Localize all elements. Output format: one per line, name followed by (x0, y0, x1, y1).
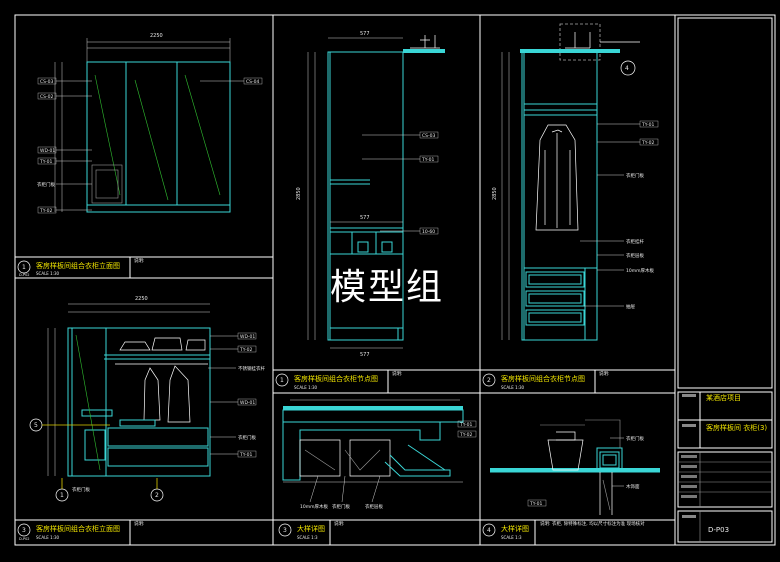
p1-right-label: CS-04 (246, 79, 259, 85)
p4-labels: WD-01 TY-02 不锈钢挂衣杆 WD-01 衣柜门板 TY-01 (208, 332, 265, 458)
svg-text:TY-01: TY-01 (641, 122, 654, 128)
p3-labels: TY-01 TY-02 衣柜门板 衣柜挂杆 衣柜层板 10mm厚木板 抽屉 (580, 120, 659, 310)
svg-text:SCALE 1:30: SCALE 1:30 (36, 535, 60, 540)
panel-5-detail: TY-01 TY-02 10mm厚木板 衣柜门板 衣柜层板 (282, 399, 477, 510)
svg-text:TY-01: TY-01 (239, 452, 252, 458)
svg-text:衣柜门板: 衣柜门板 (238, 434, 256, 441)
drawing-name: 客房样板间 衣柜(3) (706, 423, 767, 432)
panel-1-elevation: 2250 CS-03 CS-02 WD-01 TY-01 衣柜门板 (37, 33, 263, 214)
svg-text:说明:: 说明: (392, 370, 403, 377)
svg-text:2250: 2250 (135, 296, 148, 302)
svg-text:D-P02: D-P02 (19, 273, 30, 277)
project-name: 某酒店项目 (706, 393, 741, 402)
p1-left-labels: CS-03 CS-02 WD-01 TY-01 衣柜门板 TY-02 (37, 77, 92, 214)
p5-labels: TY-01 TY-02 10mm厚木板 衣柜门板 衣柜层板 (300, 420, 477, 510)
p4-title: 客房样板间组合衣柜立面图 (36, 524, 120, 533)
svg-text:TY-02: TY-02 (459, 432, 472, 438)
drawing-number: D-P03 (708, 526, 729, 534)
svg-text:3: 3 (22, 527, 26, 534)
panel-4-elevation: 2250 5 1 2 衣柜门板 WD-01 TY-02 (29, 296, 265, 502)
panel-2-section: 577 577 577 2850 CS-03 TY-01 10-60 (296, 31, 445, 358)
svg-text:衣柜门板: 衣柜门板 (626, 172, 644, 179)
p1-title: 客房样板间组合衣柜立面图 (36, 261, 120, 270)
svg-text:SCALE 1:30: SCALE 1:30 (36, 271, 60, 276)
svg-text:577: 577 (360, 352, 370, 358)
svg-text:577: 577 (360, 215, 370, 221)
svg-text:衣柜挂杆: 衣柜挂杆 (626, 238, 644, 245)
p2-title: 客房样板间组合衣柜节点图 (294, 374, 378, 383)
svg-text:2850: 2850 (492, 187, 498, 200)
svg-text:2: 2 (487, 377, 491, 384)
svg-text:衣柜层板: 衣柜层板 (626, 252, 644, 259)
svg-text:衣柜门板: 衣柜门板 (332, 503, 350, 510)
svg-text:TY-02: TY-02 (239, 347, 252, 353)
svg-text:10mm厚木板: 10mm厚木板 (626, 267, 654, 274)
svg-text:SCALE 1:3: SCALE 1:3 (501, 535, 522, 540)
svg-text:SCALE 1:30: SCALE 1:30 (501, 385, 525, 390)
svg-text:木饰面: 木饰面 (626, 483, 640, 490)
svg-text:抽屉: 抽屉 (626, 303, 635, 310)
panel-1-title: 1 D-P02 客房样板间组合衣柜立面图 SCALE 1:30 说明: (17, 257, 145, 277)
svg-text:10mm厚木板: 10mm厚木板 (300, 503, 328, 510)
svg-text:1: 1 (22, 264, 26, 271)
p3-title: 客房样板间组合衣柜节点图 (501, 374, 585, 383)
panel-3-section: 4 2850 TY-01 TY-02 衣柜门板 衣柜挂杆 衣柜层板 (492, 23, 659, 341)
svg-text:WD-01: WD-01 (40, 148, 55, 154)
panel-3-title: 2 客房样板间组合衣柜节点图 SCALE 1:30 说明: (482, 370, 610, 390)
panel-4-title: 3 D-P02 客房样板间组合衣柜立面图 SCALE 1:30 说明: (17, 520, 145, 541)
watermark-text: 模型组 (330, 267, 445, 308)
panel-6-title: 4 大样详图 SCALE 1:3 说明: 衣柜, 除特殊标注, 均以尺寸标注为准… (482, 520, 645, 540)
svg-text:SCALE 1:3: SCALE 1:3 (297, 535, 318, 540)
svg-text:WD-01: WD-01 (240, 400, 255, 406)
p6-title: 大样详图 (501, 524, 529, 533)
svg-text:不锈钢挂衣杆: 不锈钢挂衣杆 (238, 365, 265, 372)
p1-total-dim: 2250 (150, 33, 163, 39)
svg-text:说明:: 说明: (599, 370, 610, 377)
panel-6-detail: 衣柜门板 木饰面 TY-01 (490, 419, 660, 515)
svg-text:2850: 2850 (296, 187, 302, 200)
svg-text:衣柜层板: 衣柜层板 (365, 503, 383, 510)
svg-text:TY-01: TY-01 (39, 159, 52, 165)
svg-text:TY-01: TY-01 (459, 422, 472, 428)
svg-text:3: 3 (283, 527, 287, 534)
title-block: 某酒店项目 客房样板间 衣柜(3) D-P03 (677, 17, 773, 543)
svg-text:CS-03: CS-03 (40, 79, 53, 85)
svg-text:说明: 衣柜, 除特殊标注, 均以尺寸标注为准 现场核对: 说明: 衣柜, 除特殊标注, 均以尺寸标注为准 现场核对 (540, 520, 645, 527)
svg-text:10-60: 10-60 (422, 229, 435, 235)
svg-text:CS-02: CS-02 (40, 94, 53, 100)
svg-text:4: 4 (487, 527, 491, 534)
p2-labels: CS-03 TY-01 10-60 (362, 131, 439, 235)
svg-text:SCALE 1:30: SCALE 1:30 (294, 385, 318, 390)
elev-callout-2: 2 (155, 492, 159, 499)
elev-callout-1: 1 (60, 492, 64, 499)
svg-text:TY-01: TY-01 (421, 157, 434, 163)
detail-callout-4: 4 (625, 65, 629, 72)
p6-labels: 衣柜门板 木饰面 TY-01 (527, 435, 644, 507)
svg-text:衣柜门板: 衣柜门板 (37, 181, 55, 188)
svg-text:说明:: 说明: (134, 520, 145, 527)
svg-text:577: 577 (360, 31, 370, 37)
side-callout-5: 5 (34, 422, 38, 429)
svg-text:TY-02: TY-02 (641, 140, 654, 146)
svg-text:1: 1 (280, 377, 284, 384)
panel-5-title: 3 大样详图 SCALE 1:3 说明: (278, 520, 345, 540)
svg-text:D-P02: D-P02 (19, 537, 30, 541)
svg-text:CS-03: CS-03 (422, 133, 435, 139)
svg-text:TY-01: TY-01 (529, 501, 542, 507)
p5-title: 大样详图 (297, 524, 325, 533)
svg-text:衣柜门板: 衣柜门板 (72, 486, 90, 493)
svg-text:说明:: 说明: (334, 520, 345, 527)
svg-text:WD-01: WD-01 (240, 334, 255, 340)
panel-2-title: 1 客房样板间组合衣柜节点图 SCALE 1:30 说明: (275, 370, 403, 390)
svg-text:TY-02: TY-02 (39, 208, 52, 214)
svg-text:衣柜门板: 衣柜门板 (626, 435, 644, 442)
sheet-frame (14, 14, 776, 546)
svg-text:说明:: 说明: (134, 257, 145, 264)
